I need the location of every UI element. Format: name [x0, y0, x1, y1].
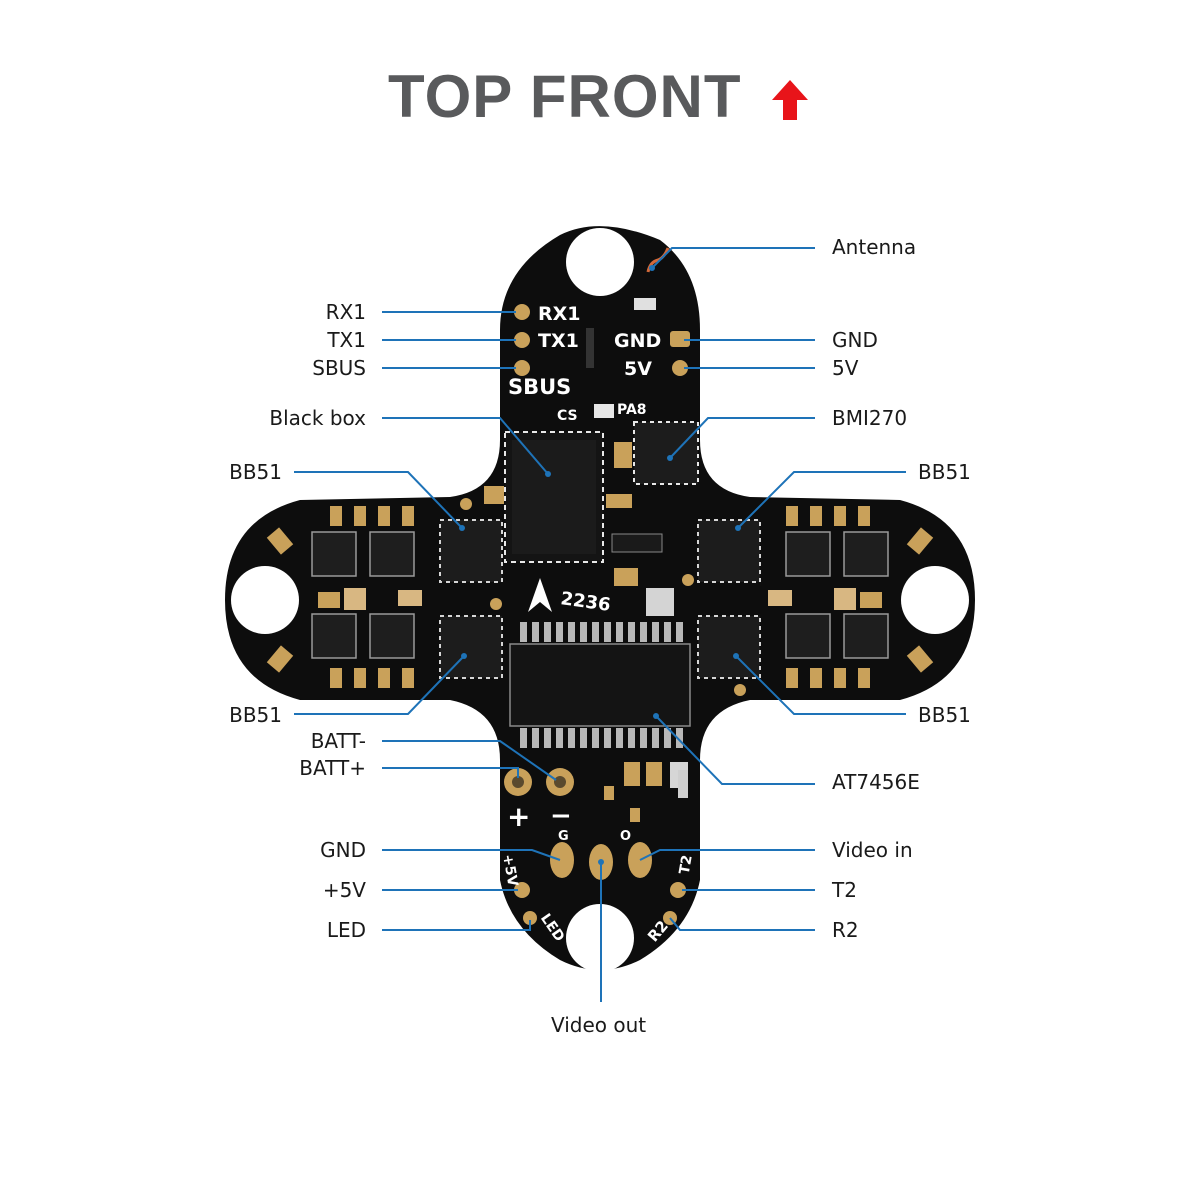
- page-title: TOP FRONT: [388, 63, 742, 130]
- label-gnd-top: GND: [832, 328, 878, 352]
- silk-gnd: GND: [614, 330, 661, 352]
- chip-bb51-bottom-right: [697, 615, 761, 679]
- label-5v-top: 5V: [832, 356, 859, 380]
- label-video-out: Video out: [551, 1013, 647, 1037]
- pcb-outline: [225, 226, 975, 971]
- label-batt-plus: BATT+: [299, 756, 366, 780]
- label-at7456e: AT7456E: [832, 770, 920, 794]
- chip-bb51-bottom-left: [439, 615, 503, 679]
- up-arrow-icon: [772, 80, 808, 120]
- silk-minus: −: [550, 801, 572, 831]
- silk-t2: T2: [677, 854, 696, 876]
- label-tx1: TX1: [327, 328, 366, 352]
- chip-at7456e: [509, 643, 691, 727]
- pad-gnd-bottom: [550, 842, 574, 878]
- pad-led: [523, 911, 537, 925]
- pad-tx1: [514, 332, 530, 348]
- label-bb51-top-left: BB51: [229, 460, 282, 484]
- label-antenna: Antenna: [832, 235, 917, 259]
- osd-chip-pins: [520, 622, 683, 748]
- label-rx1: RX1: [325, 300, 366, 324]
- silk-tx1: TX1: [538, 330, 579, 352]
- pad-gnd-top: [670, 331, 690, 347]
- pad-rx1: [514, 304, 530, 320]
- pad-t2: [670, 882, 686, 898]
- pad-5v-bottom: [514, 882, 530, 898]
- mount-hole-top: [566, 228, 634, 296]
- silk-rx1: RX1: [538, 303, 581, 325]
- label-video-in: Video in: [832, 838, 913, 862]
- label-gnd-bottom: GND: [320, 838, 366, 862]
- label-black-box: Black box: [269, 406, 366, 430]
- silk-cs: CS: [557, 408, 578, 424]
- silk-plus5v: +5V: [499, 853, 520, 888]
- label-sbus: SBUS: [312, 356, 366, 380]
- leader-endpoints: [459, 265, 741, 865]
- silk-g: G: [558, 829, 569, 844]
- label-bb51-bottom-left: BB51: [229, 703, 282, 727]
- label-batt-minus: BATT-: [310, 729, 366, 753]
- silk-sbus: SBUS: [508, 375, 571, 399]
- label-led: LED: [326, 918, 366, 942]
- label-bmi270: BMI270: [832, 406, 908, 430]
- silk-plus: +: [507, 800, 530, 833]
- mount-hole-right: [901, 566, 969, 634]
- label-bb51-top-right: BB51: [918, 460, 971, 484]
- chip-bmi270: [633, 421, 699, 485]
- label-t2: T2: [832, 878, 857, 902]
- silk-5v: 5V: [624, 358, 652, 380]
- silk-pa8: PA8: [617, 402, 647, 418]
- label-r2: R2: [832, 918, 859, 942]
- silk-o: O: [620, 829, 631, 844]
- pad-5v-top: [672, 360, 688, 376]
- label-bb51-bottom-right: BB51: [918, 703, 971, 727]
- leader-lines: [294, 247, 906, 1002]
- label-5v-bottom: +5V: [322, 878, 366, 902]
- chip-bb51-top-left: [439, 519, 503, 583]
- mount-hole-left: [231, 566, 299, 634]
- pad-sbus: [514, 360, 530, 376]
- chip-bb51-top-right: [697, 519, 761, 583]
